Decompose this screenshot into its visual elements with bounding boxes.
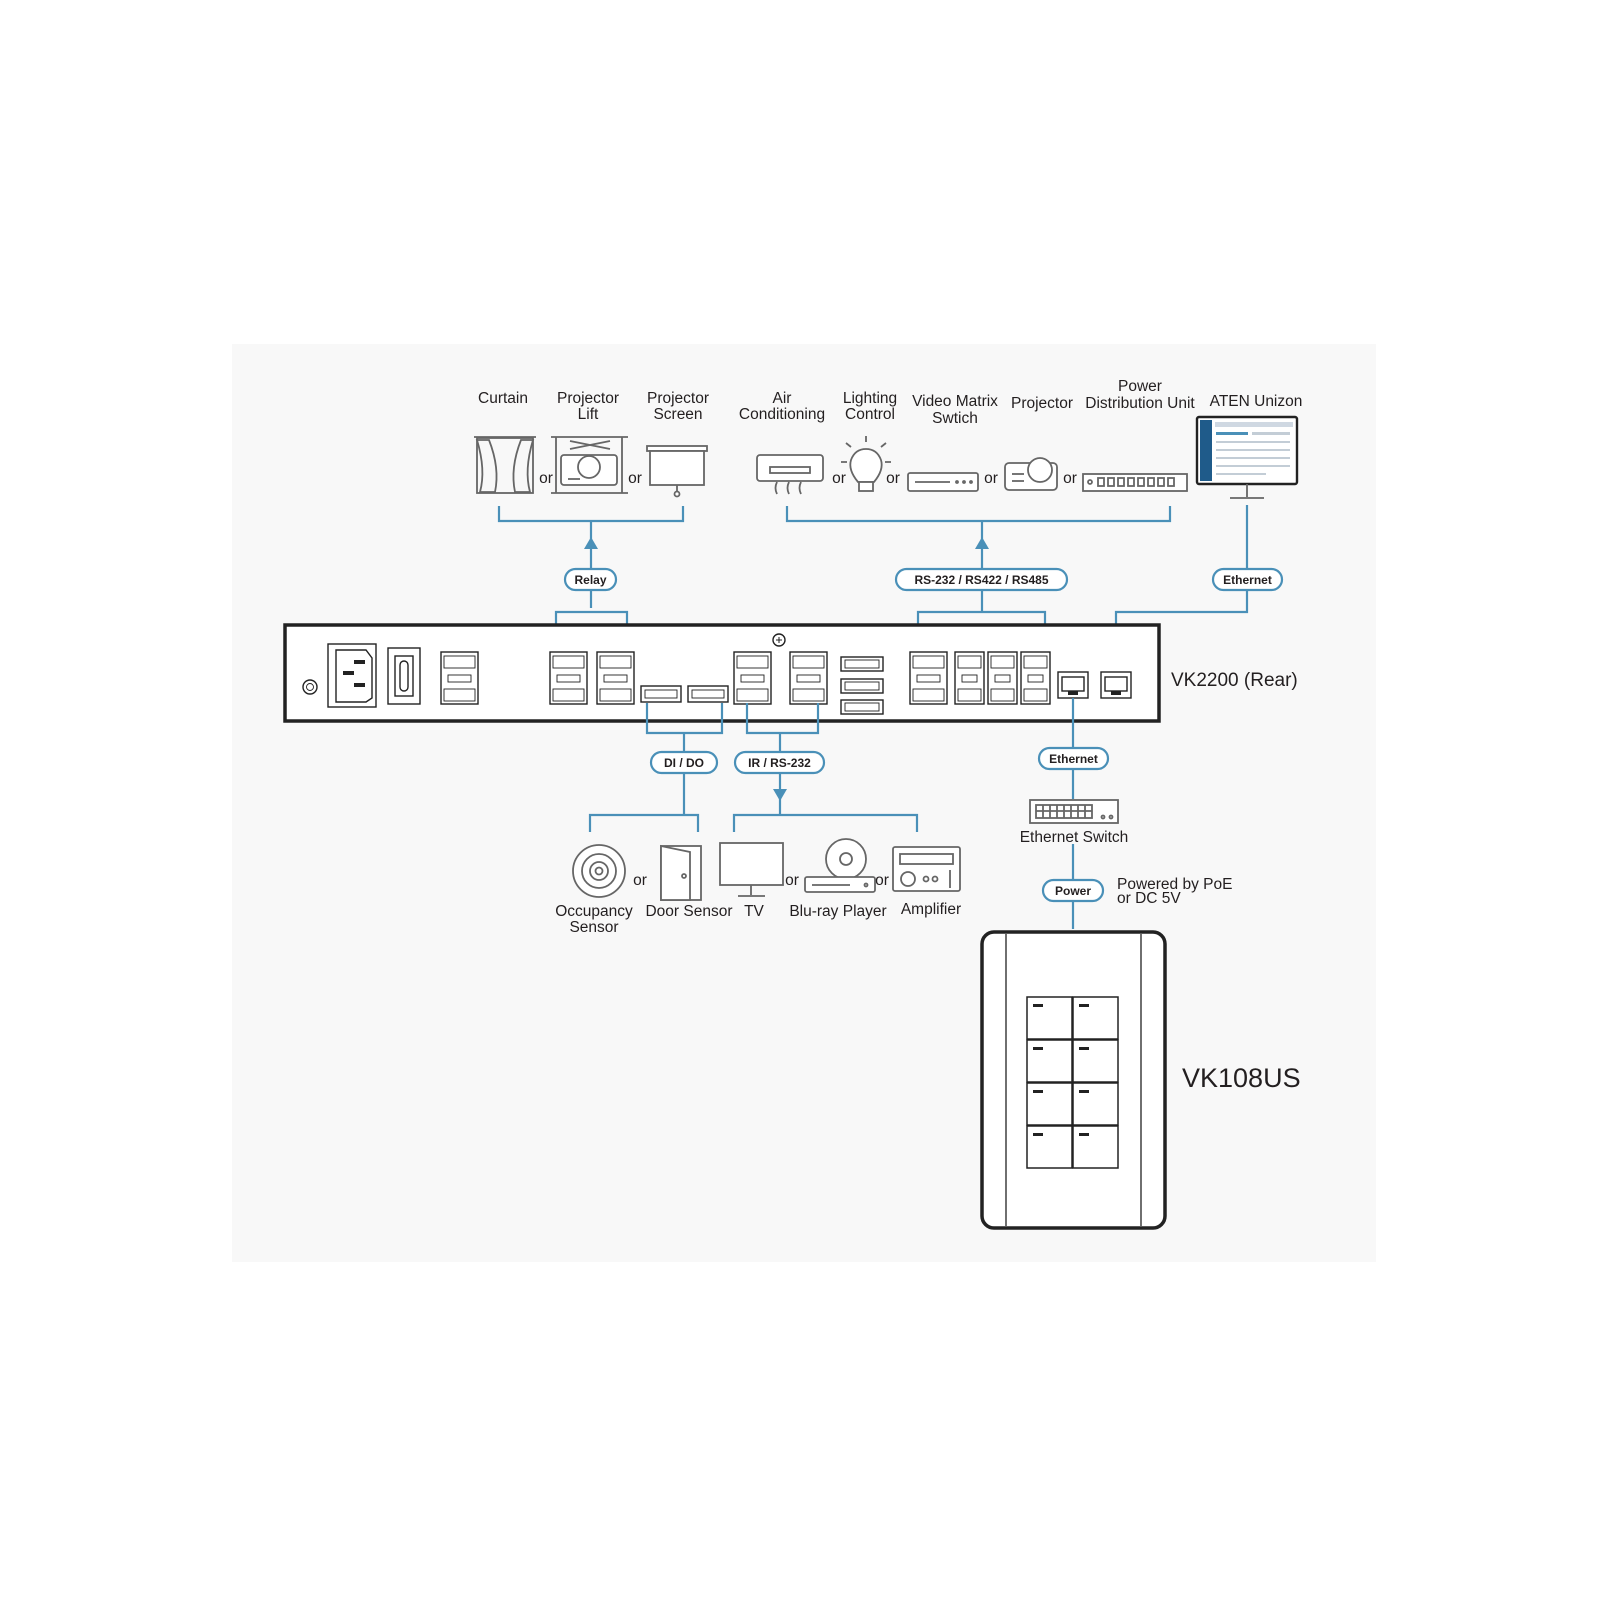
air-conditioning-label-line1: Air xyxy=(773,390,792,407)
door-sensor-label: Door Sensor xyxy=(645,903,732,920)
aten-unizon-monitor-icon xyxy=(1195,415,1299,499)
ethernet-switch-icon xyxy=(1029,799,1119,824)
relay-pill-text: Relay xyxy=(574,573,606,587)
power-note-line2: or DC 5V xyxy=(1117,890,1181,907)
occupancy-sensor-label-line1: Occupancy xyxy=(555,903,633,920)
dido-pill-text: DI / DO xyxy=(664,756,704,770)
lan-port-1 xyxy=(1057,671,1089,699)
projector-screen-label-line2: Screen xyxy=(653,406,702,423)
ir-pill-text: IR / RS-232 xyxy=(748,756,811,770)
projector-lift-label-line2: Lift xyxy=(578,406,599,423)
projector-screen-icon xyxy=(646,445,708,498)
keypad-button-5 xyxy=(1026,1082,1073,1126)
amplifier-label: Amplifier xyxy=(901,901,961,918)
power-switch-icon xyxy=(387,647,421,705)
projector-icon xyxy=(1004,457,1058,491)
lighting-control-label-line1: Lighting xyxy=(843,390,897,407)
relay-pill: Relay xyxy=(563,567,618,592)
ir-port-2 xyxy=(789,651,828,705)
aten-unizon-label: ATEN Unizon xyxy=(1210,393,1303,410)
or-text: or xyxy=(539,470,553,487)
door-sensor-icon xyxy=(660,844,702,901)
keypad-button-4 xyxy=(1072,1039,1119,1083)
serial-branch-line xyxy=(785,506,1172,523)
power-inlet-icon xyxy=(327,643,377,708)
ethernet-switch-label: Ethernet Switch xyxy=(1020,829,1129,846)
projector-lift-icon xyxy=(551,436,628,494)
serial-port-1 xyxy=(909,651,948,705)
keypad-button-2 xyxy=(1072,996,1119,1040)
keypad-button-8 xyxy=(1072,1125,1119,1169)
lan-port-2 xyxy=(1100,671,1132,699)
pdu-label-line2: Distribution Unit xyxy=(1085,395,1195,412)
video-matrix-switch-icon xyxy=(907,472,979,492)
pdu-label-line1: Power xyxy=(1118,378,1162,395)
ir-port-line xyxy=(745,703,820,735)
air-conditioning-icon xyxy=(756,454,824,495)
or-text: or xyxy=(628,470,642,487)
or-text: or xyxy=(633,872,647,889)
lighting-control-label-line2: Control xyxy=(845,406,895,423)
occupancy-sensor-label-line2: Sensor xyxy=(569,919,618,936)
di-do-port-2 xyxy=(687,685,729,703)
ethernet-top-pill: Ethernet xyxy=(1211,567,1284,592)
relay-port-2 xyxy=(596,651,635,705)
bluray-player-icon xyxy=(804,838,876,893)
ir-port-1 xyxy=(733,651,772,705)
diagram-background xyxy=(232,344,1376,1262)
keypad-button-7 xyxy=(1026,1125,1073,1169)
projector-lift-label-line1: Projector xyxy=(557,390,619,407)
keypad-button-3 xyxy=(1026,1039,1073,1083)
power-pill: Power xyxy=(1041,878,1105,903)
or-text: or xyxy=(1063,470,1077,487)
vk108us-keypad xyxy=(980,930,1167,1230)
ethernet-bottom-pill-text: Ethernet xyxy=(1049,752,1098,766)
projector-screen-label-line1: Projector xyxy=(647,390,709,407)
tv-icon xyxy=(719,842,784,897)
power-pill-text: Power xyxy=(1055,884,1091,898)
vk2200-rear-panel xyxy=(283,623,1161,723)
ir-arrow xyxy=(773,789,787,801)
serial-arrow xyxy=(975,537,989,549)
curtain-icon xyxy=(474,436,536,494)
ir-pill: IR / RS-232 xyxy=(733,750,826,775)
light-bulb-icon xyxy=(841,436,891,492)
keypad-button-6 xyxy=(1072,1082,1119,1126)
relay-arrow xyxy=(584,537,598,549)
pdu-icon xyxy=(1082,473,1188,492)
vk2200-rear-label: VK2200 (Rear) xyxy=(1171,670,1298,691)
serial-pill: RS-232 / RS422 / RS485 xyxy=(894,567,1069,592)
or-text: or xyxy=(984,470,998,487)
air-conditioning-label-line2: Conditioning xyxy=(739,406,825,423)
dido-branch-line xyxy=(588,813,700,832)
curtain-label: Curtain xyxy=(478,390,528,407)
ethernet-bottom-pill: Ethernet xyxy=(1037,746,1110,771)
or-text: or xyxy=(875,872,889,889)
serial-port-2 xyxy=(954,651,985,705)
serial-pill-text: RS-232 / RS422 / RS485 xyxy=(914,573,1048,587)
stacked-port-block xyxy=(840,656,884,715)
amplifier-icon xyxy=(892,846,961,892)
or-text: or xyxy=(886,470,900,487)
di-do-port-1 xyxy=(640,685,682,703)
dido-pill: DI / DO xyxy=(649,750,719,775)
video-matrix-label-line1: Video Matrix xyxy=(912,393,998,410)
video-matrix-label-line2: Swtich xyxy=(932,410,978,427)
ethernet-top-pill-text: Ethernet xyxy=(1223,573,1272,587)
or-text: or xyxy=(832,470,846,487)
or-text: or xyxy=(785,872,799,889)
tv-label: TV xyxy=(744,903,764,920)
keypad-button-1 xyxy=(1026,996,1073,1040)
serial-port-4 xyxy=(1020,651,1051,705)
ir-branch-line xyxy=(732,813,919,832)
occupancy-sensor-icon xyxy=(572,844,626,898)
bluray-label: Blu-ray Player xyxy=(789,903,886,920)
projector-label: Projector xyxy=(1011,395,1073,412)
relay-port-1 xyxy=(549,651,588,705)
vk108us-label: VK108US xyxy=(1182,1063,1301,1093)
power-note-line1: Powered by PoE xyxy=(1117,876,1232,893)
terminal-block-port xyxy=(440,651,479,705)
serial-port-3 xyxy=(987,651,1018,705)
